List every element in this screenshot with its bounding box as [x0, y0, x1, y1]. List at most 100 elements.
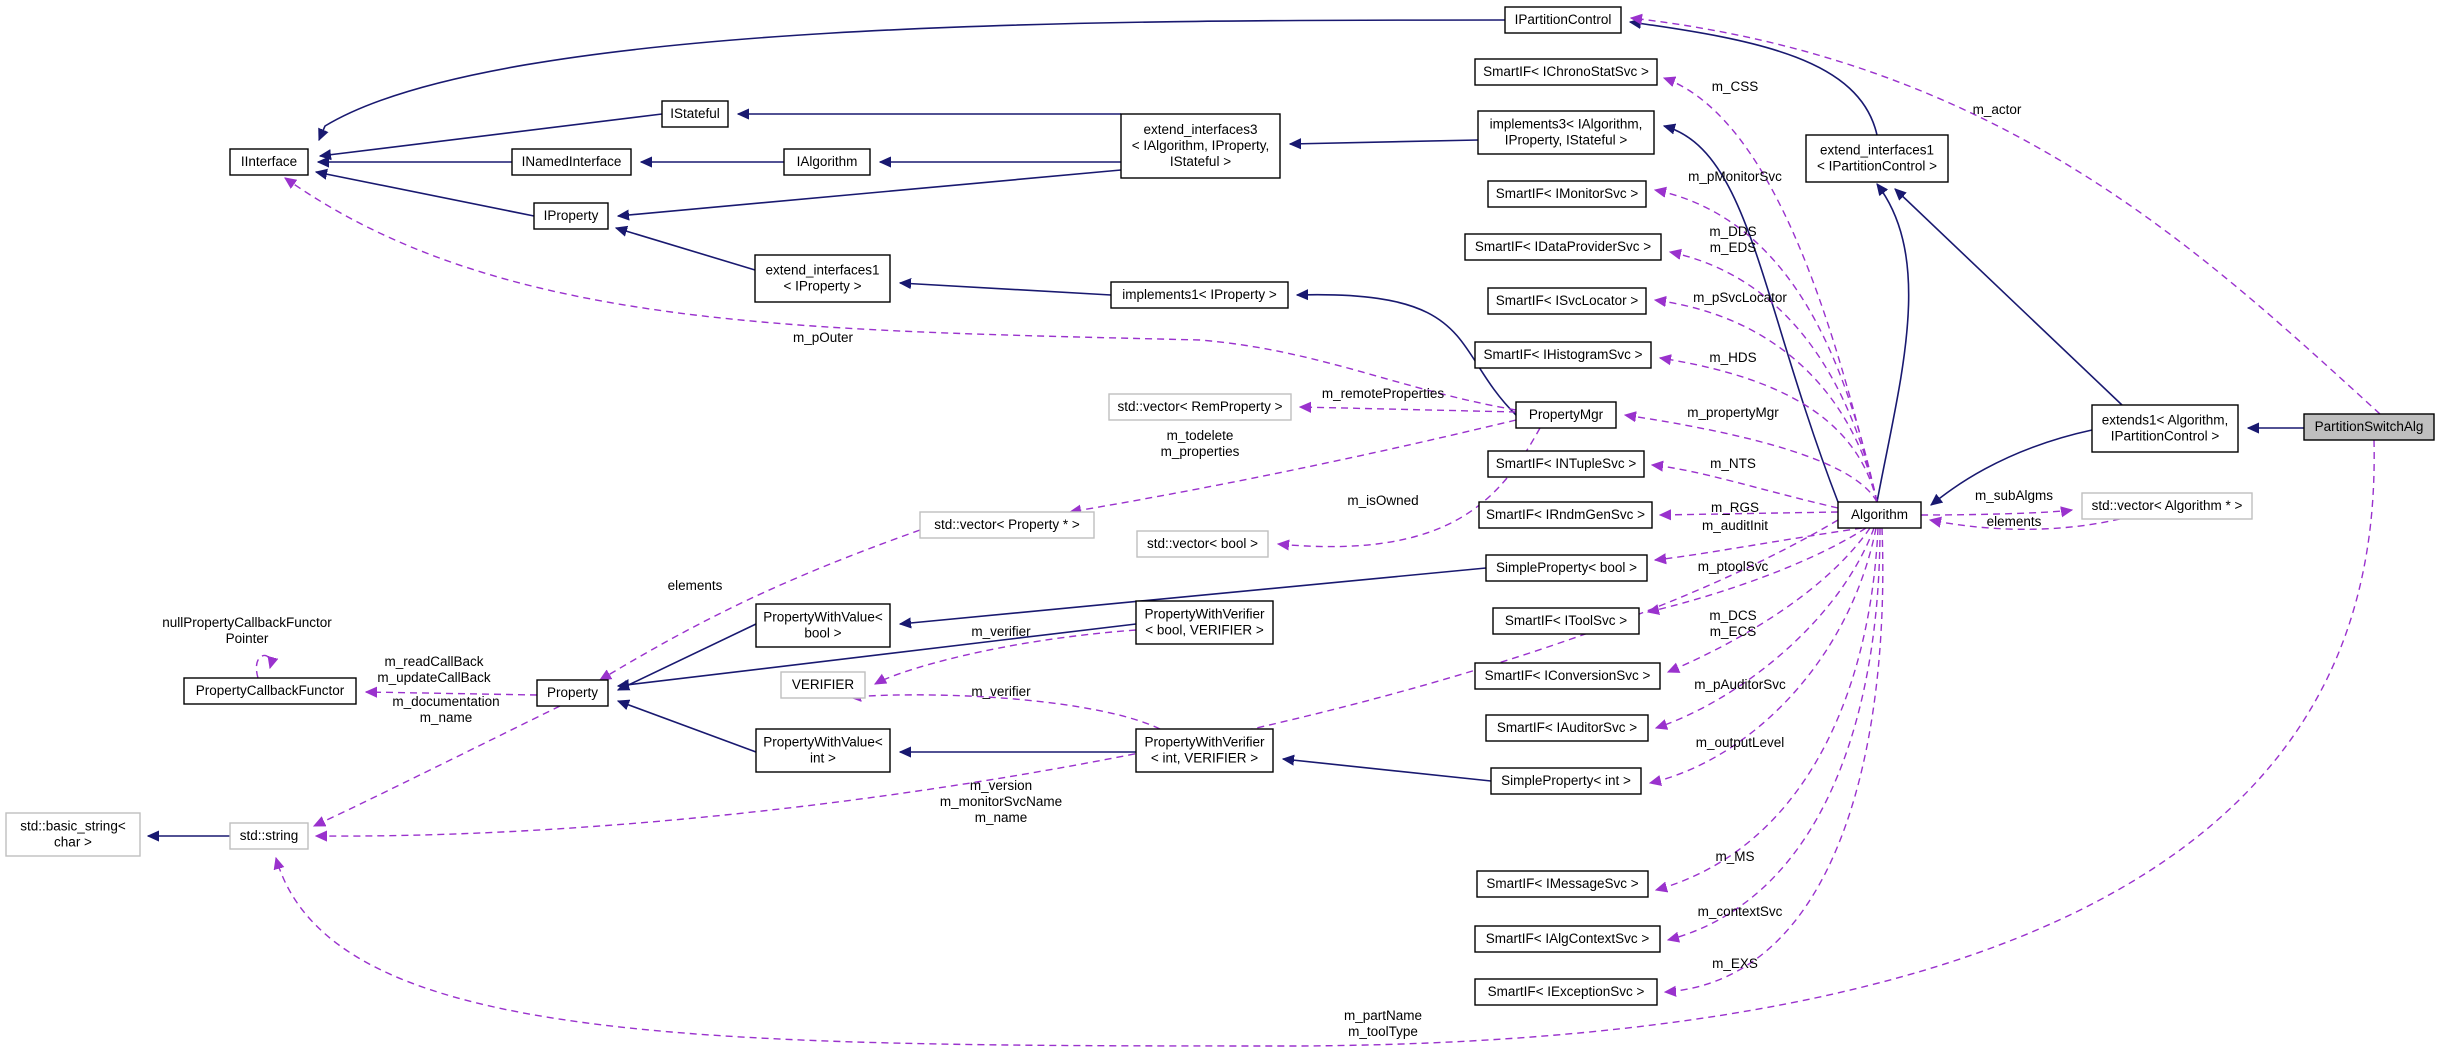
- class-node-property-mgr[interactable]: PropertyMgr: [1515, 401, 1617, 429]
- node-box: [1474, 978, 1658, 1006]
- node-label: PartitionSwitchAlg: [2315, 419, 2424, 434]
- class-node-vector-rem-property[interactable]: std::vector< RemProperty >: [1108, 393, 1292, 421]
- class-node-property-with-verifier-bool[interactable]: PropertyWithVerifier< bool, VERIFIER >: [1135, 600, 1274, 645]
- node-label: IPartitionControl >: [2111, 429, 2220, 444]
- class-node-simple-property-bool[interactable]: SimpleProperty< bool >: [1485, 554, 1648, 582]
- usage-edge: [1648, 527, 1867, 612]
- edge-label-m-sub-algms: m_subAlgms: [1975, 488, 2053, 503]
- class-node-partition-switch-alg[interactable]: PartitionSwitchAlg: [2303, 413, 2435, 441]
- node-label: std::vector< RemProperty >: [1117, 399, 1282, 414]
- node-box: [1478, 501, 1653, 529]
- usage-edge: [1668, 527, 1881, 940]
- node-box: [1492, 607, 1640, 635]
- class-node-std-string[interactable]: std::string: [229, 822, 309, 850]
- class-node-extend-interfaces1-iproperty[interactable]: extend_interfaces1< IProperty >: [754, 254, 891, 303]
- class-node-verifier[interactable]: VERIFIER: [780, 671, 866, 699]
- class-node-implements1[interactable]: implements1< IProperty >: [1110, 281, 1289, 309]
- node-box: [536, 679, 609, 707]
- edge-label-m-exs: m_EXS: [1712, 956, 1758, 971]
- edge-label-m-p-svc-locator: m_pSvcLocator: [1693, 290, 1787, 305]
- class-node-smart-if-irndm-gen-svc[interactable]: SmartIF< IRndmGenSvc >: [1478, 501, 1653, 529]
- node-label: INamedInterface: [522, 154, 622, 169]
- class-node-extend-interfaces3[interactable]: extend_interfaces3< IAlgorithm, IPropert…: [1120, 113, 1281, 179]
- edge-label-m-audit-init: m_auditInit: [1702, 518, 1768, 533]
- usage-edge: [1650, 527, 1877, 783]
- class-node-iproperty[interactable]: IProperty: [533, 202, 609, 230]
- node-box: [5, 812, 141, 857]
- node-label: < bool, VERIFIER >: [1145, 623, 1264, 638]
- class-node-smart-if-iexception-svc[interactable]: SmartIF< IExceptionSvc >: [1474, 978, 1658, 1006]
- node-box: [755, 603, 891, 648]
- class-node-smart-if-ihistogram-svc[interactable]: SmartIF< IHistogramSvc >: [1474, 341, 1652, 369]
- usage-edge: [1625, 415, 1878, 503]
- class-node-smart-if-ialg-context-svc[interactable]: SmartIF< IAlgContextSvc >: [1474, 925, 1661, 953]
- class-node-basic-string[interactable]: std::basic_string<char >: [5, 812, 141, 857]
- node-label: PropertyWithValue<: [763, 735, 883, 750]
- usage-edge: [875, 629, 1137, 685]
- edges: [148, 18, 2381, 1047]
- node-label: SmartIF< ISvcLocator >: [1496, 293, 1639, 308]
- edge-label-m-hds: m_HDS: [1709, 350, 1756, 365]
- inheritance-edge: [616, 228, 756, 271]
- edge-label-m-p-auditor-svc: m_pAuditorSvc: [1694, 677, 1786, 692]
- node-box: [1110, 281, 1289, 309]
- class-node-istateful[interactable]: IStateful: [661, 100, 729, 128]
- node-box: [1504, 6, 1622, 34]
- class-node-vector-algorithm[interactable]: std::vector< Algorithm * >: [2081, 492, 2253, 520]
- class-node-property[interactable]: Property: [536, 679, 609, 707]
- class-node-simple-property-int[interactable]: SimpleProperty< int >: [1490, 767, 1642, 795]
- usage-edge: [1664, 78, 1878, 503]
- node-label: std::string: [240, 828, 299, 843]
- class-node-smart-if-iconversion-svc[interactable]: SmartIF< IConversionSvc >: [1474, 662, 1661, 690]
- class-node-algorithm[interactable]: Algorithm: [1837, 501, 1922, 529]
- node-label: SmartIF< IChronoStatSvc >: [1483, 64, 1649, 79]
- class-node-smart-if-imessage-svc[interactable]: SmartIF< IMessageSvc >: [1476, 870, 1649, 898]
- node-box: [1805, 134, 1949, 183]
- inheritance-edge: [1876, 184, 1910, 503]
- class-node-property-with-value-bool[interactable]: PropertyWithValue<bool >: [755, 603, 891, 648]
- usage-edge: [276, 439, 2375, 1047]
- node-label: std::vector< bool >: [1147, 536, 1258, 551]
- class-node-vector-property[interactable]: std::vector< Property * >: [919, 511, 1095, 539]
- node-label: VERIFIER: [792, 677, 855, 692]
- node-label: SmartIF< IHistogramSvc >: [1483, 347, 1642, 362]
- class-node-smart-if-itool-svc[interactable]: SmartIF< IToolSvc >: [1492, 607, 1640, 635]
- node-label: IProperty, IStateful >: [1505, 133, 1628, 148]
- class-node-smart-if-isvc-locator[interactable]: SmartIF< ISvcLocator >: [1487, 287, 1647, 315]
- usage-edge: [1631, 18, 2381, 415]
- inheritance-edge: [1290, 140, 1479, 144]
- node-label: implements1< IProperty >: [1122, 287, 1277, 302]
- class-node-vector-bool[interactable]: std::vector< bool >: [1136, 530, 1269, 558]
- node-box: [1485, 554, 1648, 582]
- usage-edge: [1656, 527, 1879, 890]
- edge-label-m-ms: m_MS: [1715, 849, 1754, 864]
- node-label: SimpleProperty< bool >: [1496, 560, 1637, 575]
- node-label: Algorithm: [1851, 507, 1908, 522]
- class-node-extends1[interactable]: extends1< Algorithm,IPartitionControl >: [2091, 404, 2239, 453]
- inheritance-edge: [618, 623, 757, 691]
- edge-label-elements-alg: elements: [1987, 514, 2042, 529]
- class-node-smart-if-idata-provider-svc[interactable]: SmartIF< IDataProviderSvc >: [1464, 233, 1662, 261]
- class-node-smart-if-intuple-svc[interactable]: SmartIF< INTupleSvc >: [1487, 450, 1645, 478]
- class-node-ipartition-control[interactable]: IPartitionControl: [1504, 6, 1622, 34]
- class-node-ialgorithm[interactable]: IAlgorithm: [783, 148, 871, 176]
- class-node-smart-if-iauditor-svc[interactable]: SmartIF< IAuditorSvc >: [1485, 714, 1649, 742]
- class-node-property-with-verifier-int[interactable]: PropertyWithVerifier< int, VERIFIER >: [1135, 728, 1274, 773]
- class-node-property-with-value-int[interactable]: PropertyWithValue<int >: [755, 728, 891, 773]
- class-node-extend-interfaces1-ipartition-control[interactable]: extend_interfaces1< IPartitionControl >: [1805, 134, 1949, 183]
- class-node-iinterface[interactable]: IInterface: [229, 148, 309, 176]
- class-node-inamed-interface[interactable]: INamedInterface: [511, 148, 632, 176]
- class-node-property-callback-functor[interactable]: PropertyCallbackFunctor: [183, 677, 357, 705]
- class-node-smart-if-imonitor-svc[interactable]: SmartIF< IMonitorSvc >: [1487, 180, 1647, 208]
- inheritance-edge: [1895, 189, 2123, 406]
- inheritance-edge: [618, 623, 1137, 686]
- inheritance-edge: [1630, 22, 1878, 136]
- class-node-implements3[interactable]: implements3< IAlgorithm,IProperty, IStat…: [1477, 110, 1655, 155]
- edge-label-m-nts: m_NTS: [1710, 456, 1756, 471]
- class-node-smart-if-ichrono-stat-svc[interactable]: SmartIF< IChronoStatSvc >: [1474, 58, 1658, 86]
